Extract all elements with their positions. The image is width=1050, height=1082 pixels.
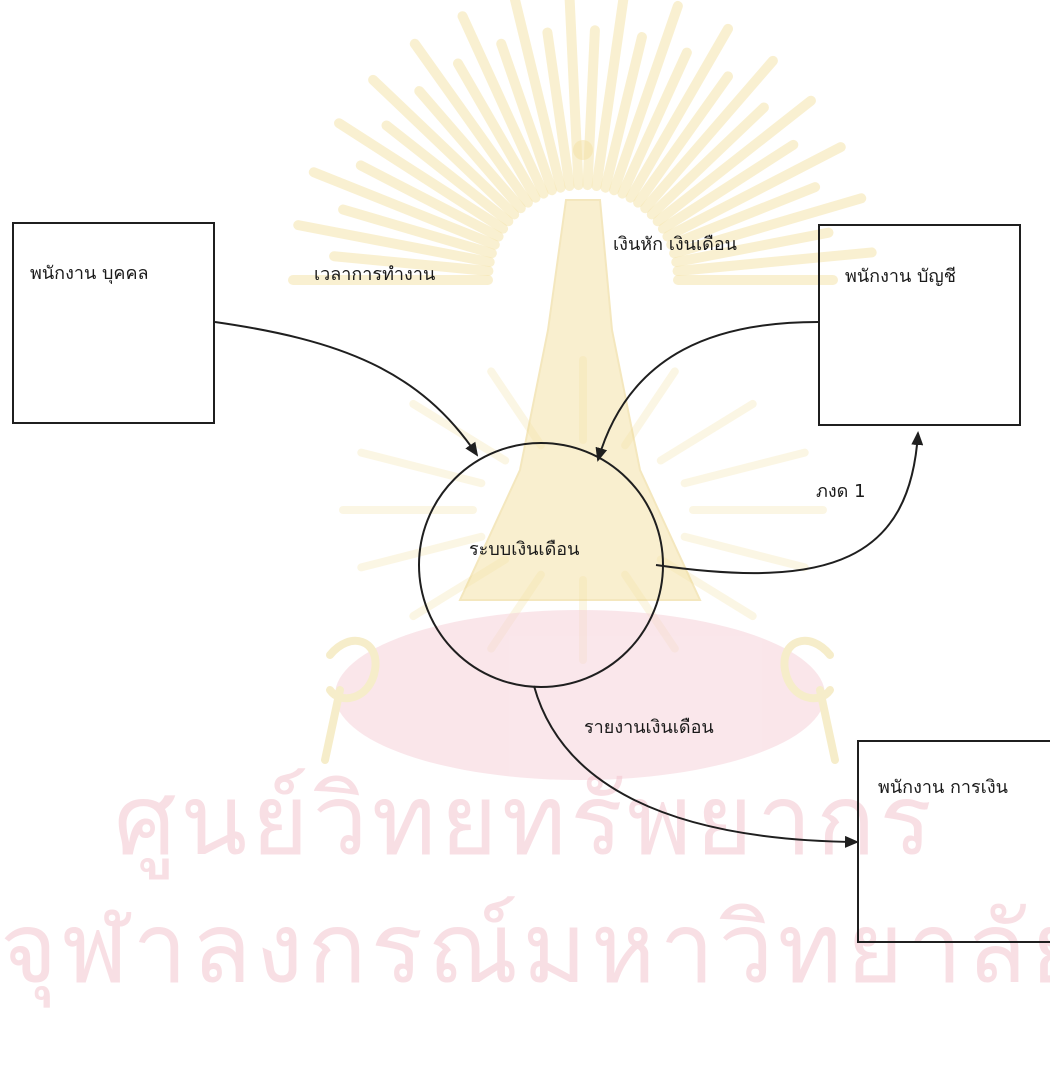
emblem-ray [609,0,683,196]
emblem-ray [646,102,769,220]
process-circle[interactable] [418,442,664,688]
emblem-ray [338,204,497,259]
emblem-ray [680,532,809,572]
emblem-ray [355,160,504,242]
flow-arrow-work-time[interactable] [214,321,479,457]
emblem-ray [657,139,799,234]
emblem-ray [457,11,549,199]
emblem-scroll-right [780,636,839,764]
emblem-ray [666,182,821,250]
entity-box-hr-staff[interactable] [12,222,215,424]
emblem-ray [672,247,877,276]
emblem-ray [414,86,526,214]
entity-box-finance-staff[interactable] [857,740,1050,943]
entity-label-hr-staff: พนักงาน บุคคล [30,263,149,284]
entity-label-finance-staff: พนักงาน การเงิน [878,777,1008,798]
entity-box-accounting-staff[interactable] [818,224,1021,426]
flow-label-deduction-salary: เงินหัก เงินเดือน [613,234,737,255]
emblem-ray [509,0,566,193]
emblem-ray [591,0,629,191]
emblem-ray [381,120,514,227]
emblem-ray [293,220,495,268]
emblem-ray [617,47,692,199]
emblem-ray [409,38,533,208]
emblem-ray [633,71,734,208]
emblem-ray [357,532,486,572]
emblem-ray [625,23,733,203]
emblem-ray [680,448,809,488]
flow-label-tax-form: ภงด 1 [816,481,866,502]
emblem-ray [357,448,486,488]
emblem-ray [329,251,494,276]
emblem-ray [600,32,647,193]
emblem-finial [573,140,593,160]
emblem-ray [542,27,575,191]
flow-label-salary-report: รายงานเงินเดือน [584,717,714,738]
emblem-ray [669,193,867,259]
flow-arrow-salary-report[interactable] [533,685,859,848]
process-label: ระบบเงินเดือน [469,539,580,560]
emblem-ray [496,38,557,196]
watermark-text-line2: จุฬาลงกรณ์มหาวิทยาลัย [0,892,1050,1006]
emblem-ray [671,227,834,268]
flow-label-work-time: เวลาการทำงาน [314,264,436,285]
emblem-ray [640,55,778,214]
emblem-ray [652,95,816,227]
emblem-ray [656,399,757,465]
emblem-scroll-left [321,636,380,764]
flow-arrow-tax-form[interactable] [655,431,924,575]
emblem-crown [458,199,702,601]
entity-label-accounting-staff: พนักงาน บัญชี [845,266,956,287]
emblem-ray [453,58,541,203]
emblem-ray [308,167,500,250]
emblem-ray [368,74,520,220]
flow-arrow-deduction-salary[interactable] [595,321,819,462]
emblem-ray [334,118,509,234]
emblem-base [335,610,825,780]
watermark-text-line1: ศูนย์วิทยทรัพยากร [114,764,936,878]
emblem-ray [582,25,600,191]
emblem-ray [662,142,846,242]
